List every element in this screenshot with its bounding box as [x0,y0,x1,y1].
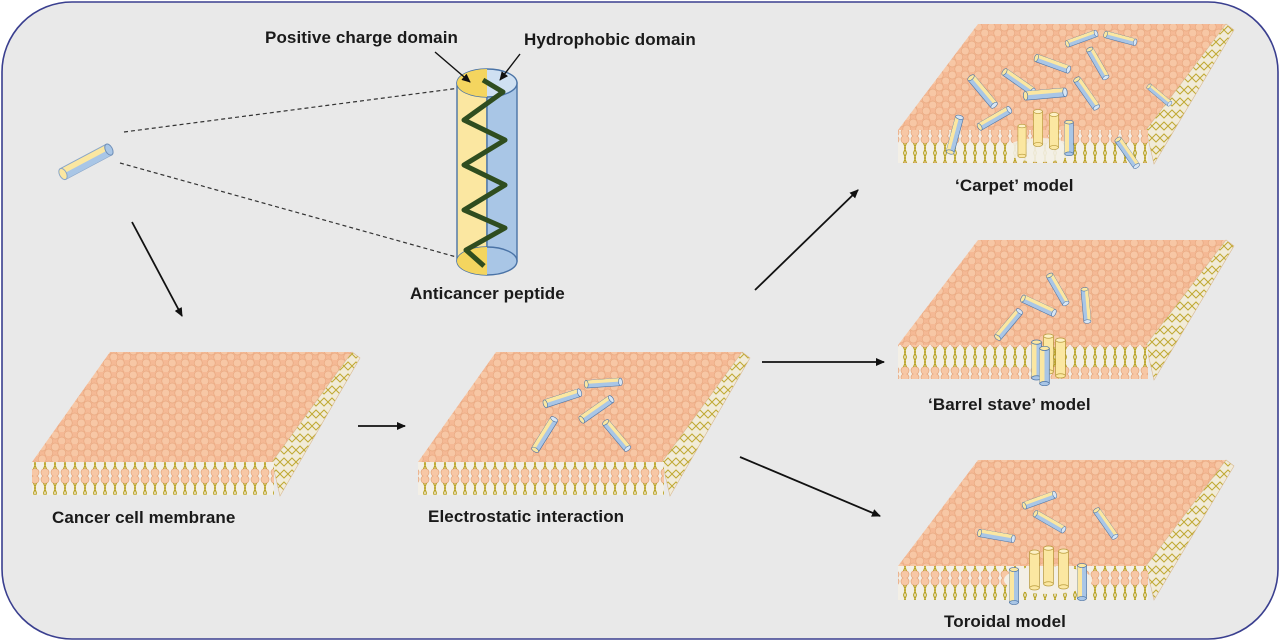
anticancer-peptide-cylinder [456,68,518,276]
carpet-model-label: ‘Carpet’ model [955,176,1074,195]
zoom-line-top [123,87,461,133]
toroidal-model-label: Toroidal model [944,612,1066,631]
arrow-to-toroidal [739,456,881,517]
toroidal-model-membrane [898,459,1235,605]
anticancer-peptide-label: Anticancer peptide [410,284,565,303]
barrel-stave-model-label: ‘Barrel stave’ model [928,395,1091,414]
cancer-cell-membrane-label: Cancer cell membrane [52,508,236,527]
zoom-line-bottom [119,162,461,259]
positive-domain-pointer [434,51,471,83]
arrow-to-carpet [754,189,859,291]
positive-charge-domain-label: Positive charge domain [265,28,459,47]
small-peptide-icon [58,143,114,181]
helix-zigzag [461,77,508,268]
cancer-cell-membrane [32,351,361,497]
carpet-model-membrane [898,23,1235,170]
barrel-stave-model-membrane [898,239,1235,387]
electrostatic-membrane [418,351,751,497]
hydrophobic-domain-pointer [499,53,521,81]
electrostatic-interaction-label: Electrostatic interaction [428,507,625,526]
arrow-to-membrane [131,221,183,317]
hydrophobic-domain-label: Hydrophobic domain [524,30,696,49]
